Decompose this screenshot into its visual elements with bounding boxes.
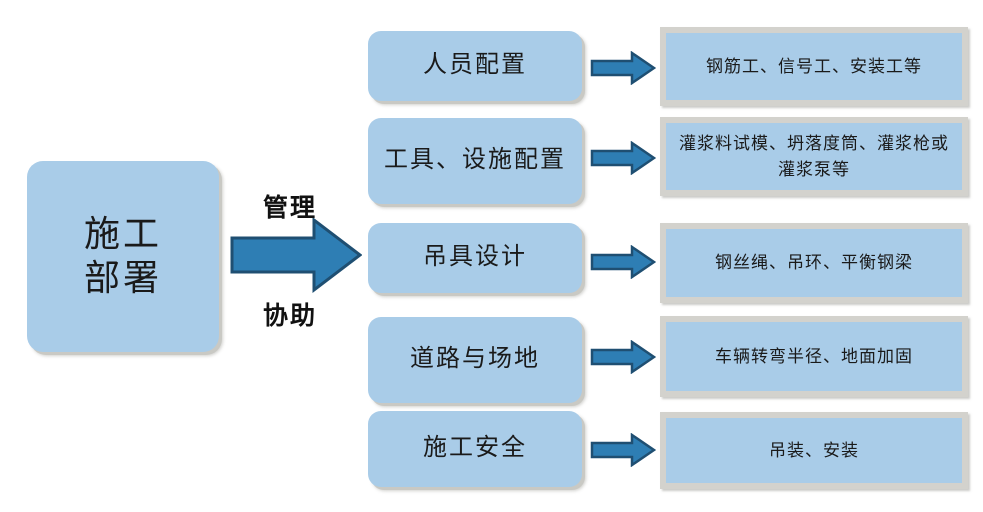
edge-label-manage: 管理 (262, 194, 317, 222)
root-node-label: 施工 部署 (84, 213, 162, 301)
root-node-construction-deployment[interactable]: 施工 部署 (27, 161, 219, 352)
category-node-3-label: 吊具设计 (423, 244, 527, 271)
detail-node-1-label: 钢筋工、信号工、安装工等 (706, 56, 922, 76)
detail-node-3-label: 钢丝绳、吊环、平衡钢梁 (715, 253, 913, 273)
category-node-4[interactable]: 道路与场地 (368, 317, 582, 403)
detail-node-1[interactable]: 钢筋工、信号工、安装工等 (660, 27, 968, 106)
category-node-1[interactable]: 人员配置 (368, 31, 582, 101)
category-node-1-label: 人员配置 (423, 52, 527, 79)
category-node-4-label: 道路与场地 (410, 346, 540, 373)
category-node-5-label: 施工安全 (423, 435, 527, 462)
row-5-right-arrow-icon (590, 433, 656, 467)
category-node-2[interactable]: 工具、设施配置 (368, 118, 582, 204)
root-node-label-line2: 部署 (83, 257, 162, 298)
row-2-right-arrow-icon (590, 141, 656, 175)
detail-node-5[interactable]: 吊装、安装 (660, 412, 968, 489)
detail-node-4[interactable]: 车辆转弯半径、地面加固 (660, 316, 968, 397)
root-node-label-line1: 施工 (83, 213, 162, 254)
category-node-5[interactable]: 施工安全 (368, 411, 582, 487)
detail-node-3[interactable]: 钢丝绳、吊环、平衡钢梁 (660, 223, 968, 303)
row-1-right-arrow-icon (590, 51, 656, 85)
main-right-arrow-icon (230, 216, 362, 294)
detail-node-4-label: 车辆转弯半径、地面加固 (715, 346, 913, 366)
detail-node-2-label: 灌浆料试模、坍落度筒、灌浆枪或灌浆泵等 (679, 134, 949, 179)
category-node-2-label: 工具、设施配置 (384, 147, 566, 174)
row-3-right-arrow-icon (590, 245, 656, 279)
detail-node-2[interactable]: 灌浆料试模、坍落度筒、灌浆枪或灌浆泵等 (660, 117, 968, 196)
row-4-right-arrow-icon (590, 340, 656, 374)
detail-node-5-label: 吊装、安装 (769, 440, 859, 460)
category-node-3[interactable]: 吊具设计 (368, 223, 582, 293)
edge-label-assist: 协助 (262, 302, 317, 330)
